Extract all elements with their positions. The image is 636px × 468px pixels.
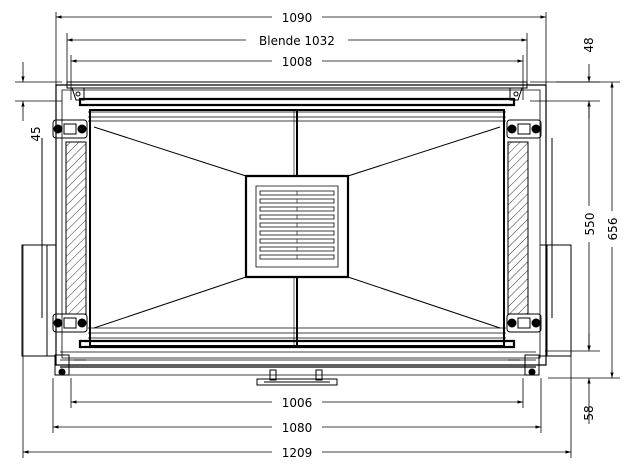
dim-656: 656 [606, 218, 620, 241]
dimension-lines-left [15, 62, 62, 121]
corner-wheel-bottom-left [53, 314, 87, 332]
corner-wheel-bottom-right [507, 314, 541, 332]
dim-550: 550 [583, 213, 597, 236]
dim-1008: 1008 [282, 55, 313, 69]
bottom-details [55, 355, 539, 375]
unit-housing [56, 82, 546, 375]
dim-48: 48 [582, 37, 596, 52]
dim-blende: Blende 1032 [259, 34, 335, 48]
right-hatched-column [508, 142, 528, 314]
left-hatched-column [66, 142, 86, 314]
corner-wheel-top-right [507, 120, 541, 138]
side-brackets [22, 138, 571, 356]
dim-45: 45 [29, 126, 43, 141]
grille-slats [260, 191, 334, 259]
dim-58: 58 [582, 405, 596, 420]
dim-1080: 1080 [282, 421, 313, 435]
corner-wheel-top-left [53, 120, 87, 138]
dim-1006: 1006 [282, 396, 313, 410]
dim-1209: 1209 [282, 446, 313, 460]
bottom-handle [257, 370, 337, 385]
top-corner-hinges [72, 88, 522, 100]
dim-1090: 1090 [282, 11, 313, 25]
